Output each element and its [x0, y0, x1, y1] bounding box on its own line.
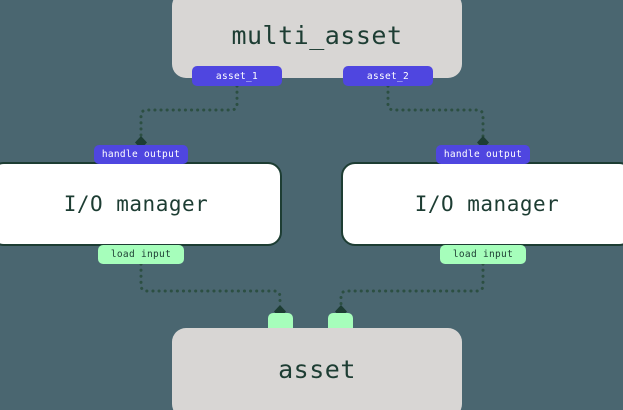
node-io-manager-right-label: I/O manager	[414, 192, 560, 216]
badge-handle-output-right-label: handle output	[443, 149, 523, 160]
node-io-manager-right[interactable]: I/O manager	[341, 162, 623, 246]
badge-asset-1-label: asset_1	[215, 70, 259, 82]
node-multi-asset-label: multi_asset	[231, 20, 403, 50]
badge-asset-2-label: asset_2	[366, 70, 410, 82]
badge-load-input-left[interactable]: load input	[98, 245, 184, 264]
node-asset[interactable]: asset	[172, 328, 462, 410]
edge-asset2-to-handle-output-right	[386, 84, 485, 138]
badge-asset-1[interactable]: asset_1	[192, 66, 282, 86]
node-multi-asset[interactable]: multi_asset	[172, 0, 462, 78]
edge-load-input-left-to-asset-handle-left	[139, 262, 282, 307]
badge-load-input-right[interactable]: load input	[440, 245, 526, 264]
edge-asset1-to-handle-output-left	[139, 84, 239, 138]
badge-handle-output-left-label: handle output	[101, 149, 181, 160]
badge-asset-2[interactable]: asset_2	[343, 66, 433, 86]
badge-load-input-right-label: load input	[452, 249, 514, 260]
edge-load-input-right-to-asset-handle-right	[339, 262, 485, 307]
badge-handle-output-left[interactable]: handle output	[94, 145, 188, 164]
node-io-manager-left-label: I/O manager	[63, 192, 209, 216]
node-io-manager-left[interactable]: I/O manager	[0, 162, 282, 246]
node-asset-label: asset	[278, 354, 356, 384]
badge-handle-output-right[interactable]: handle output	[436, 145, 530, 164]
badge-load-input-left-label: load input	[110, 249, 172, 260]
